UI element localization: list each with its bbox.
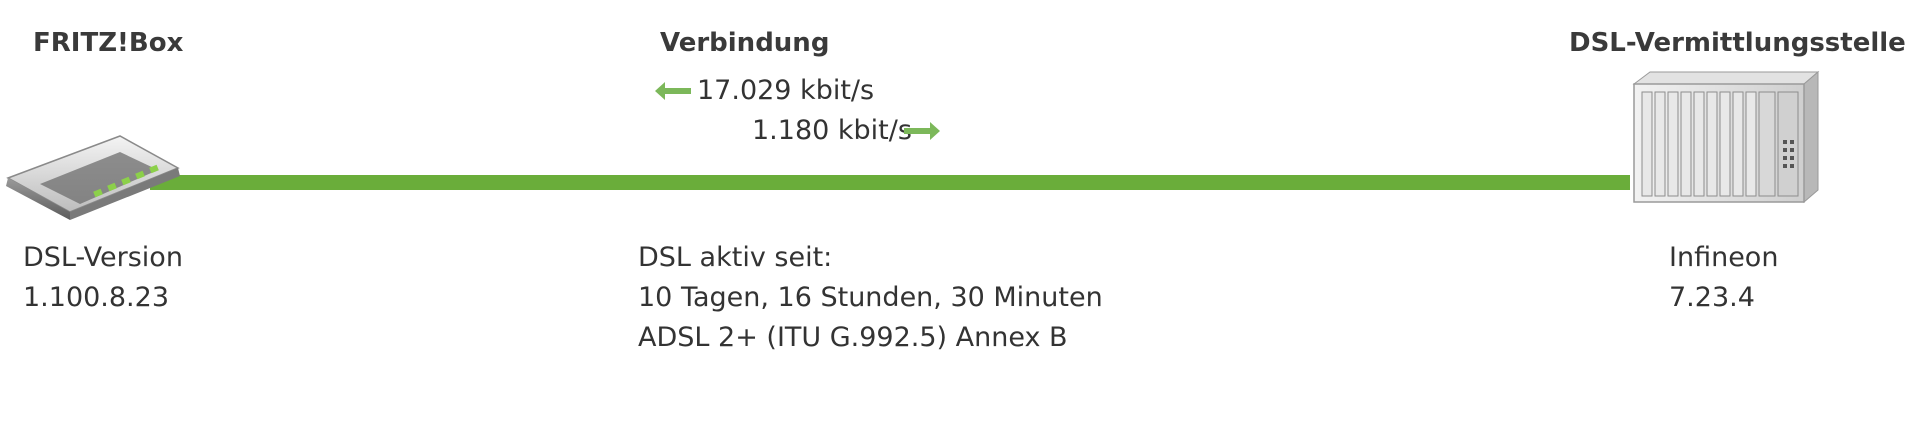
- downstream-value: 17.029 kbit/s: [697, 75, 875, 106]
- exchange-version: 7.23.4: [1669, 282, 1755, 313]
- connection-line: [150, 175, 1630, 190]
- connection-title: Verbindung: [660, 28, 830, 58]
- exchange-vendor: Infineon: [1669, 242, 1779, 273]
- dsl-active-duration: 10 Tagen, 16 Stunden, 30 Minuten: [638, 282, 1103, 313]
- dslam-icon: [1632, 70, 1820, 204]
- upstream-value: 1.180 kbit/s: [752, 115, 912, 146]
- arrow-right-icon: [904, 122, 940, 140]
- device-version-label: DSL-Version: [23, 242, 183, 273]
- device-title: FRITZ!Box: [33, 28, 184, 58]
- device-version-value: 1.100.8.23: [23, 282, 169, 313]
- dsl-active-label: DSL aktiv seit:: [638, 242, 833, 273]
- dsl-mode: ADSL 2+ (ITU G.992.5) Annex B: [638, 322, 1068, 353]
- exchange-title: DSL-Vermittlungsstelle: [1569, 28, 1906, 58]
- router-icon: [6, 135, 180, 220]
- arrow-left-icon: [655, 82, 691, 100]
